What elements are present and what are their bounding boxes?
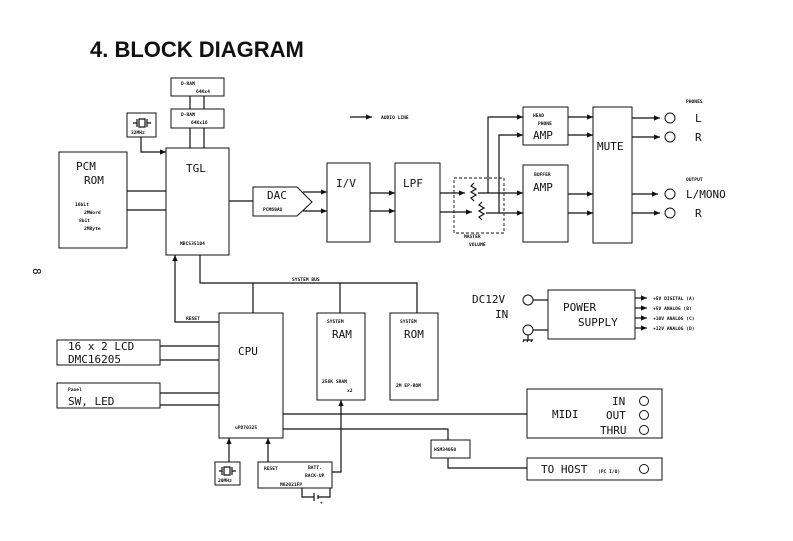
master-volume-line2: VOLUME [469,242,486,248]
headphone-amp-line1: HEAD [533,113,544,119]
reset-label: RESET [186,316,200,322]
xtal20-freq: 20MHz [218,478,232,484]
pcm-rom-block: PCM ROM 16bit 2MWord 8bit 2MByte [58,151,128,249]
pcm-rom-spec2b: 2MByte [84,226,101,232]
iv-block: I/V [326,162,371,243]
output-jacks: OUTPUT L/MONO R [664,177,726,220]
power-line2: SUPPLY [578,316,618,329]
reset-ic-part: M62021FP [280,482,302,488]
reset-ic-reset: RESET [264,466,278,472]
cpu-name: CPU [238,345,258,358]
buffer-amp-block: BUFFER AMP [522,164,569,243]
tgl-name: TGL [186,162,206,175]
output-label: OUTPUT [686,177,703,183]
power-input1: DC12V [472,293,505,306]
phones-right: R [695,131,702,144]
output-right: R [695,207,702,220]
dram1-name: D-RAM [181,81,195,87]
pcm-rom-spec2a: 8bit [79,218,90,224]
system-ram-name: RAM [332,328,352,341]
midi-name: MIDI [552,408,579,421]
xtal32-freq: 32MHz [131,130,145,136]
panel-line1: Panel [68,387,82,393]
master-volume-line1: MASTER [464,234,481,240]
mute-block: MUTE [592,106,633,244]
pcm-rom-spec1b: 2MWord [84,210,101,216]
power-output-c: +10V ANALOG (C) [653,316,695,322]
tgl-part: MBCS35104 [180,241,205,247]
dram1-spec: 64Kx4 [196,89,210,95]
power-supply-block: DC12V IN POWER SUPPLY +5V DIGITAL (A) +5… [472,289,695,343]
phones-jacks: PHONES L R [664,99,703,144]
system-ram-spec1: 256K SRAM [322,379,347,385]
pcm-rom-line1: PCM [76,160,96,173]
crystal-20mhz: 20MHz [214,461,241,486]
hsm-part: HSM34050 [434,447,456,453]
headphone-amp-block: HEAD PHONE AMP [522,106,569,146]
system-ram-line1: SYSTEM [327,319,344,325]
reset-battery-ic-block: RESET BATT. BACK-UP M62021FP + [257,461,333,506]
dram-64kx16-block: D-RAM 64Kx16 [170,108,225,129]
headphone-amp-line2: PHONE [538,121,552,127]
tgl-block: TGL MBCS35104 [165,147,230,256]
lcd-line1: 16 x 2 LCD [68,340,134,353]
mute-name: MUTE [597,140,624,153]
system-rom-line1: SYSTEM [400,319,417,325]
power-line1: POWER [563,301,596,314]
power-output-a: +5V DIGITAL (A) [653,296,695,302]
system-rom-spec: 2M EP-ROM [396,383,421,389]
midi-out: OUT [606,409,626,422]
page-number: 8 [30,268,43,275]
system-ram-block: SYSTEM RAM 256K SRAM x2 [316,312,366,401]
power-output-b: +5V ANALOG (B) [653,306,692,312]
dram-64kx4-block: D-RAM 64Kx4 [170,77,225,97]
dac-block: DAC PCM69AU [252,186,313,217]
pcm-rom-line2: ROM [84,174,104,187]
to-host-block: TO HOST (PC I/O) [526,457,663,481]
buffer-amp-name: AMP [533,181,553,194]
dac-part: PCM69AU [263,207,283,213]
power-input2: IN [495,308,508,321]
lcd-line2: DMC16205 [68,353,121,366]
to-host-note: (PC I/O) [598,469,620,475]
system-bus-label: SYSTEM BUS [292,277,320,283]
midi-in: IN [612,395,625,408]
lcd-block: 16 x 2 LCD DMC16205 [56,339,161,366]
dram2-name: D-RAM [181,112,195,118]
dac-name: DAC [267,189,287,202]
pcm-rom-spec1a: 16bit [75,202,89,208]
reset-ic-batt1: BATT. [308,465,322,471]
page-title: 4. BLOCK DIAGRAM [90,37,304,62]
output-left: L/MONO [686,188,726,201]
buffer-amp-line1: BUFFER [534,172,551,178]
power-output-d: +12V ANALOG (D) [653,326,695,332]
midi-thru: THRU [600,424,627,437]
system-rom-block: SYSTEM ROM 2M EP-ROM [389,312,439,401]
system-ram-spec2: x2 [347,388,353,394]
panel-sw-led-block: Panel SW, LED [56,382,161,409]
cpu-part: uPD70325 [235,425,257,431]
panel-line2: SW, LED [68,395,114,408]
battery-plus-sign: + [320,501,323,506]
hsm34050-block: HSM34050 [430,439,471,459]
system-rom-name: ROM [404,328,424,341]
midi-block: MIDI IN OUT THRU [526,388,663,439]
lpf-block: LPF [394,162,441,243]
crystal-32mhz: 32MHz [126,112,157,138]
master-volume: MASTER VOLUME [440,177,505,248]
to-host-name: TO HOST [541,463,588,476]
reset-ic-batt2: BACK-UP [305,473,325,479]
iv-name: I/V [336,177,356,190]
cpu-block: CPU uPD70325 [218,312,284,439]
lpf-name: LPF [403,177,423,190]
dram2-spec: 64Kx16 [191,120,208,126]
phones-label: PHONES [686,99,703,105]
audio-line-legend: AUDIO LINE [381,115,409,121]
headphone-amp-name: AMP [533,129,553,142]
phones-left: L [695,112,702,125]
